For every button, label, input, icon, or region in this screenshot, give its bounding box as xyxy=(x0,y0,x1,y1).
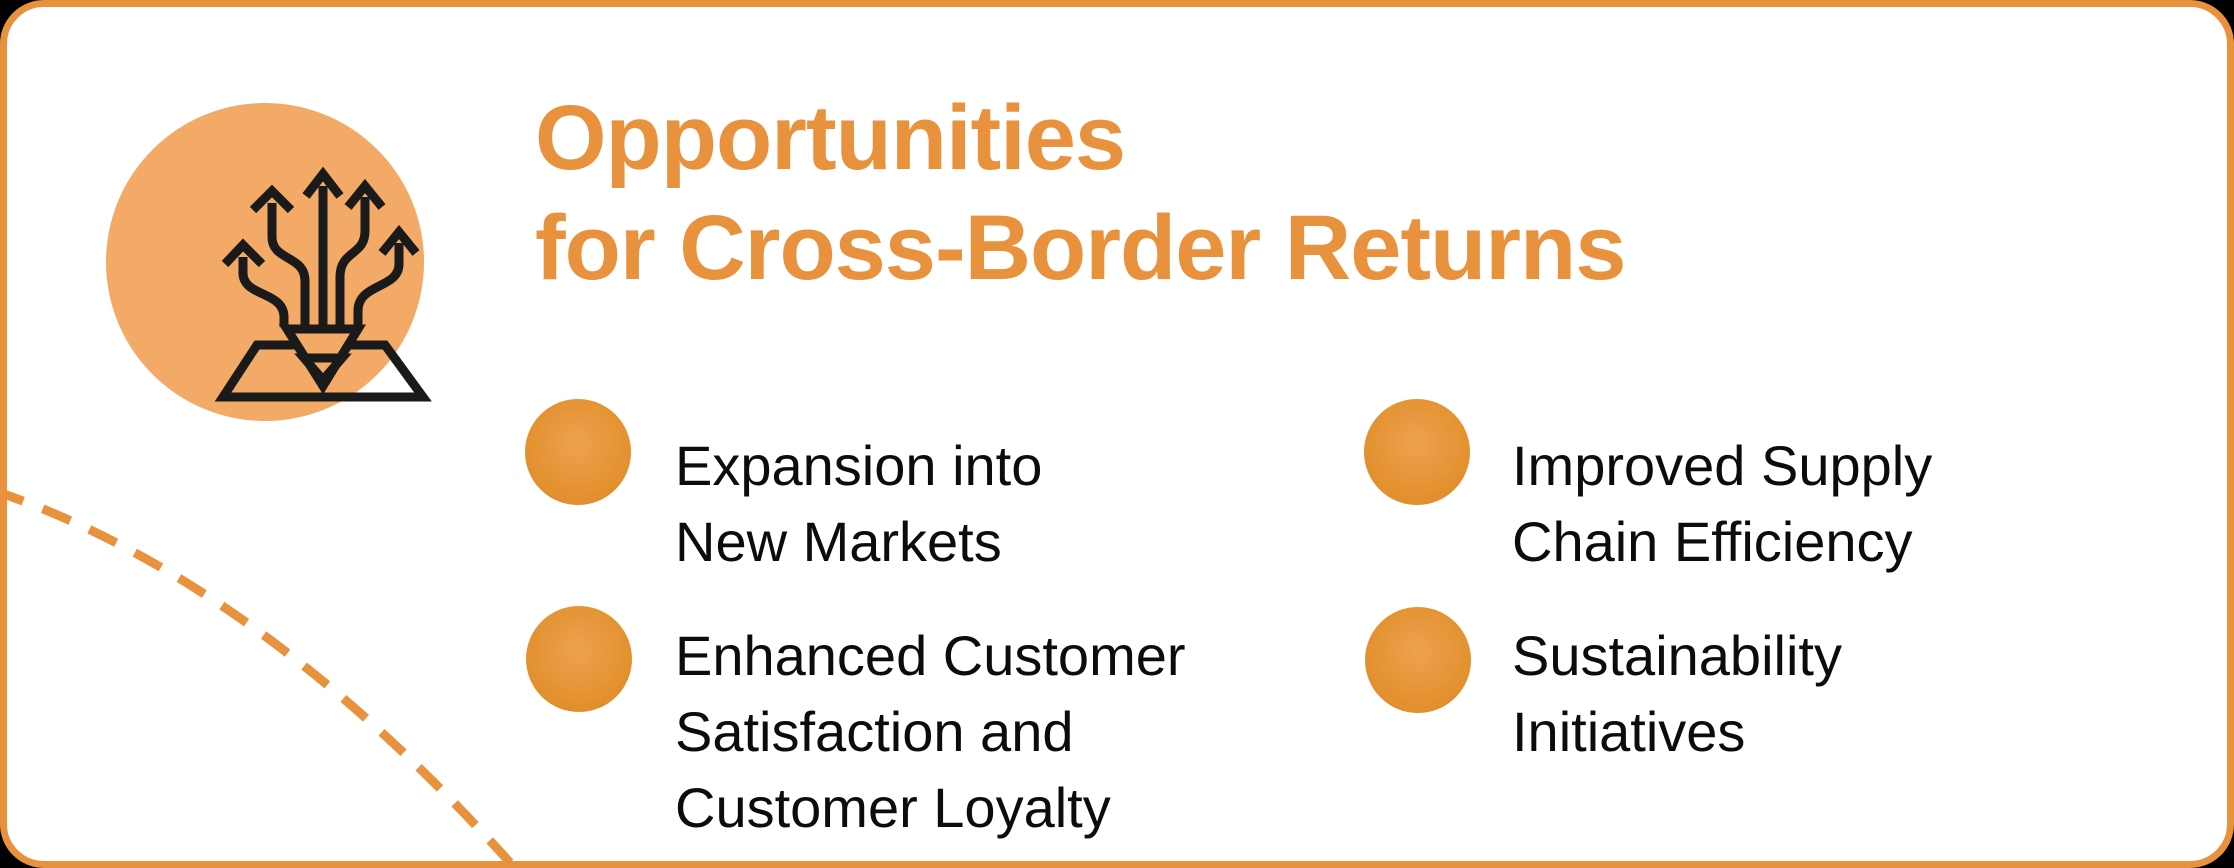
bullet-dot xyxy=(1365,607,1471,713)
opportunity-label-sustainability: Sustainability Initiatives xyxy=(1512,624,1842,763)
opportunity-label-customer-satisfaction: Enhanced Customer Satisfaction and Custo… xyxy=(675,624,1186,839)
bullet-dot xyxy=(1364,399,1470,505)
bullet-dot xyxy=(526,606,632,712)
page-title-line2: for Cross-Border Returns xyxy=(535,197,1626,299)
diverging-arrows-funnel-icon xyxy=(214,166,432,402)
opportunity-label-expansion: Expansion into New Markets xyxy=(675,434,1043,573)
page-title: Opportunities for Cross-Border Returns xyxy=(535,83,1626,303)
icon-background-circle xyxy=(106,103,424,421)
dashed-arc-decoration xyxy=(7,490,515,861)
bullet-dot xyxy=(525,399,631,505)
page-title-line1: Opportunities xyxy=(535,87,1126,189)
opportunity-label-supply-chain: Improved Supply Chain Efficiency xyxy=(1512,434,1933,573)
